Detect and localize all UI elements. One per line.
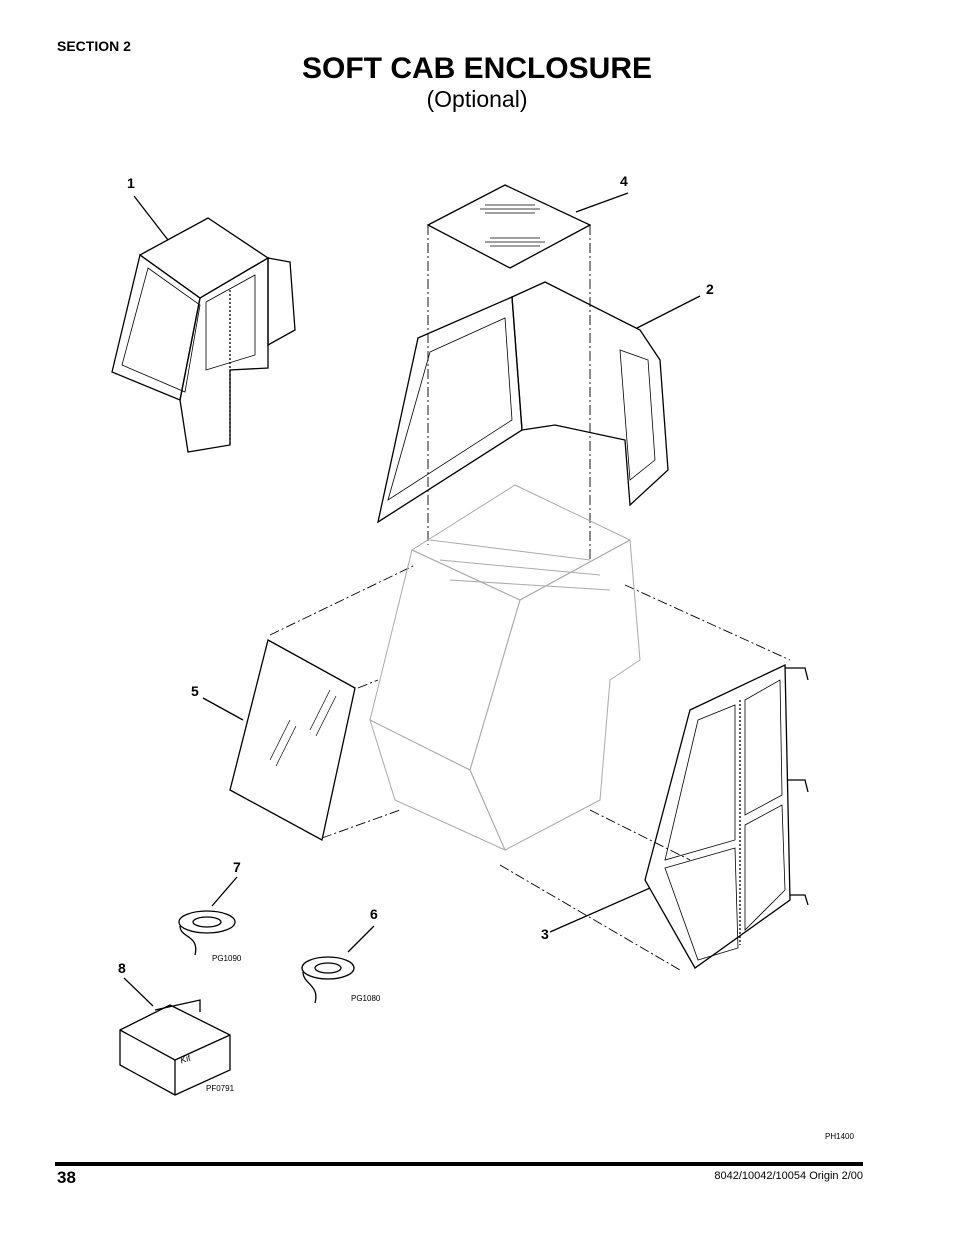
callout-1: 1 — [127, 175, 135, 191]
tape-roll-small-illustration — [178, 910, 236, 956]
side-window-panel-illustration — [229, 639, 356, 841]
callout-7: 7 — [233, 859, 241, 875]
document-reference: 8042/10042/10054 Origin 2/00 — [714, 1170, 863, 1182]
door-panel-illustration — [644, 663, 809, 969]
alignment-guides — [269, 225, 791, 971]
part-code-ph1400: PH1400 — [825, 1132, 854, 1141]
part-code-pg1080: PG1080 — [351, 994, 381, 1003]
callout-4: 4 — [620, 173, 628, 189]
leader-line-5 — [202, 697, 244, 721]
part-code-pg1090: PG1090 — [212, 954, 242, 963]
callout-2: 2 — [706, 281, 714, 297]
leader-line-4 — [575, 192, 629, 213]
leader-line-6 — [347, 925, 375, 953]
page-subtitle: (Optional) — [426, 86, 528, 112]
page-number: 38 — [57, 1168, 76, 1187]
part-code-pf0791: PF0791 — [206, 1084, 235, 1093]
callout-6: 6 — [370, 906, 378, 922]
leader-line-7 — [211, 876, 238, 907]
footer-rule — [55, 1162, 863, 1166]
tape-roll-large-illustration — [301, 956, 355, 1004]
base-cab-frame-illustration — [369, 484, 641, 851]
leader-line-8 — [123, 977, 154, 1007]
kit-box-illustration — [119, 999, 231, 1096]
callout-3: 3 — [541, 926, 549, 942]
callout-8: 8 — [118, 960, 126, 976]
leader-line-3 — [549, 887, 651, 933]
page-title: SOFT CAB ENCLOSURE — [301, 52, 652, 85]
upper-cab-frame-illustration — [377, 281, 669, 524]
leader-line-1 — [133, 195, 169, 241]
callout-5: 5 — [191, 683, 199, 699]
soft-cab-assembly-illustration — [111, 217, 296, 453]
leader-line-2 — [636, 295, 701, 329]
section-label: SECTION 2 — [57, 38, 131, 54]
roof-panel-illustration — [426, 184, 592, 269]
